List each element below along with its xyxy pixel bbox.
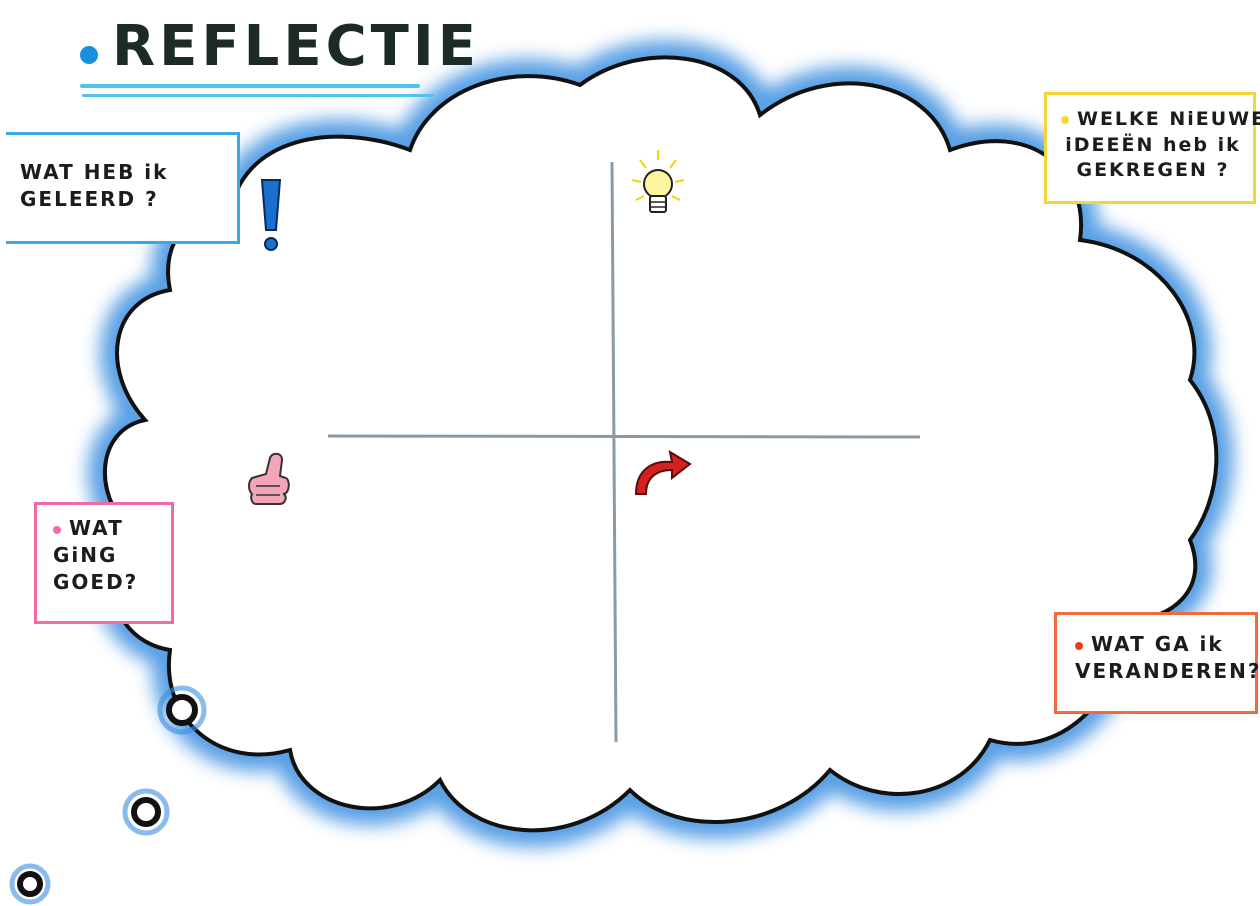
ideas-prompt-text: WELKE NiEUWE [1077,108,1260,130]
went-well-prompt-box: WAT GiNG GOED? [34,502,174,624]
lightbulb-icon [631,150,685,213]
learned-prompt-box: WAT HEB ik GELEERD ? [6,132,240,244]
bullet-icon [1075,641,1083,650]
went-well-prompt-line: GOED? [53,570,139,594]
change-prompt-text: WAT GA ik [1091,632,1224,656]
change-prompt-line: VERANDEREN? [1075,659,1260,683]
thumbs-up-icon [248,452,290,505]
ideas-prompt-box: WELKE NiEUWE iDEEËN heb ik GEKREGEN ? [1044,92,1260,204]
change-prompt-box: WAT GA ik VERANDEREN? [1054,612,1260,714]
ideas-prompt-line: GEKREGEN ? [1076,159,1230,182]
exclamation-icon [260,179,282,251]
title-underline [80,84,420,88]
went-well-prompt-text: WAT [69,516,124,540]
ideas-prompt-line: iDEEËN heb ik [1065,133,1241,156]
vertical-divider [610,161,618,743]
curved-arrow-icon [634,449,692,495]
horizontal-divider [327,434,921,439]
learned-prompt-line: WAT HEB ik [20,160,169,184]
change-prompt-line: WAT GA ik [1075,631,1251,658]
thought-bubbles [17,694,198,897]
went-well-prompt-line: GiNG [53,543,118,567]
page-title: REFLECTIE [112,14,480,79]
went-well-prompt-line: WAT [53,515,171,542]
bullet-icon [53,525,61,534]
learned-prompt-line: GELEERD ? [20,187,159,211]
bullet-icon [1061,115,1069,124]
title-bullet-icon [80,46,98,64]
title-underline-second [82,94,434,97]
ideas-prompt-line: WELKE NiEUWE [1061,107,1260,133]
